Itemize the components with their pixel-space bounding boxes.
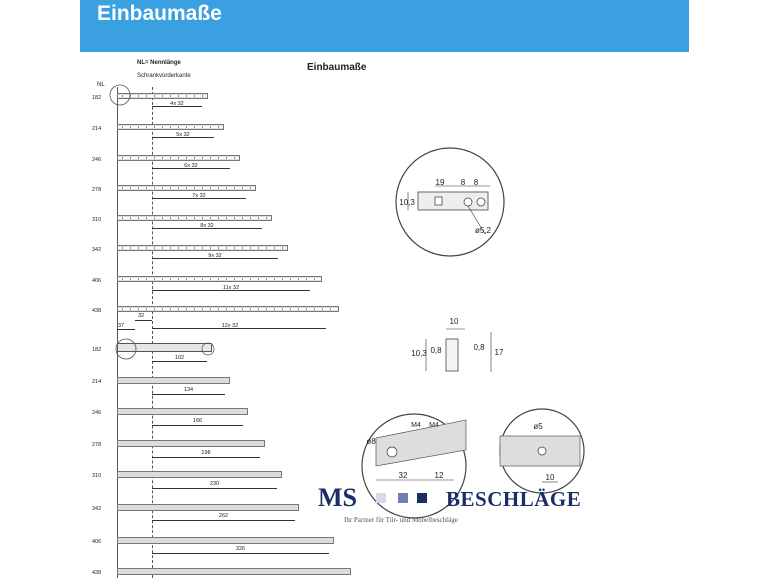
detail3-12: 12 <box>434 471 444 480</box>
row-nl: 342 <box>92 247 102 253</box>
brand-tagline: Ihr Partner für Tür- und Möbelbeschläge <box>344 516 458 524</box>
reference-line <box>152 87 153 578</box>
detail1-52: ø5,2 <box>474 226 491 235</box>
row-dim: 9x 32 <box>208 253 222 259</box>
dimension-line <box>152 553 329 554</box>
brand-name: BESCHLÄGE <box>446 487 582 511</box>
detail1-8a: 8 <box>460 178 466 187</box>
row-nl: 438 <box>92 308 102 314</box>
row-nl: 246 <box>92 410 102 416</box>
row-nl: 438 <box>92 570 102 576</box>
detail2-08b: 0,8 <box>473 343 485 352</box>
rail <box>117 215 272 221</box>
detail3-m4a: M4 <box>411 422 421 429</box>
legend-nominal-length: NL= Nennlänge <box>137 60 181 66</box>
rail <box>117 185 256 191</box>
dimension-line <box>152 168 230 169</box>
row-nl: 182 <box>92 95 102 101</box>
detail2-10: 10 <box>449 317 459 326</box>
rail <box>117 93 208 99</box>
detail3-32: 32 <box>398 471 408 480</box>
dimension-line <box>152 457 260 458</box>
row-dim: 12x 32 <box>221 323 239 329</box>
dimension-line <box>152 198 246 199</box>
offset-32-line <box>135 320 152 321</box>
row-nl: 406 <box>92 278 102 284</box>
dimension-line <box>152 106 202 107</box>
runner <box>117 568 351 575</box>
detail2-08a: 0,8 <box>430 346 442 355</box>
row-nl: 310 <box>92 473 102 479</box>
row-nl: 310 <box>92 217 102 223</box>
rail <box>117 306 339 312</box>
drawing-title: Einbaumaße <box>307 62 367 73</box>
brand-square <box>376 493 386 503</box>
dimension-line <box>152 137 214 138</box>
row-dim: 166 <box>192 418 203 424</box>
detail3-m4b: M4 <box>429 422 439 429</box>
dimension-line <box>152 228 262 229</box>
row-nl: 278 <box>92 187 102 193</box>
offset-32-label: 32 <box>137 313 145 319</box>
offset-37-label: 37 <box>117 323 125 329</box>
runner <box>117 471 282 478</box>
row-nl: 406 <box>92 539 102 545</box>
row-nl: 182 <box>92 347 102 353</box>
row-dim: 262 <box>218 513 229 519</box>
rail <box>117 245 288 251</box>
row-dim: 4x 32 <box>170 101 184 107</box>
runner <box>117 440 265 447</box>
detail-drawings <box>109 84 585 519</box>
detail4-10: 10 <box>545 473 555 482</box>
dimension-line <box>152 425 243 426</box>
page-title: Einbaumaße <box>97 2 222 25</box>
brand-square <box>417 493 427 503</box>
brand-ms: MS <box>318 483 357 512</box>
row-dim: 6x 32 <box>184 163 198 169</box>
runner <box>117 504 299 511</box>
row-dim: 5x 32 <box>176 132 190 138</box>
detail1-19: 19 <box>435 178 445 187</box>
cabinet-front-line <box>117 87 118 578</box>
dimension-line <box>152 488 277 489</box>
row-nl: 278 <box>92 442 102 448</box>
nl-column-label: NL <box>97 82 105 88</box>
row-dim: 102 <box>174 355 185 361</box>
dimension-line <box>152 520 295 521</box>
rail <box>117 155 240 161</box>
brand-square <box>398 493 408 503</box>
detail1-8b: 8 <box>473 178 479 187</box>
rail <box>117 276 322 282</box>
dimension-line <box>152 361 207 362</box>
detail1-103: 10,3 <box>399 198 415 207</box>
dimension-line <box>152 258 278 259</box>
detail3-8: ø8 <box>366 437 376 446</box>
page-header: Einbaumaße <box>80 0 689 52</box>
detail4-5: ø5 <box>533 422 543 431</box>
row-dim: 326 <box>235 546 246 552</box>
dimension-line <box>152 394 225 395</box>
runner <box>117 408 248 415</box>
detail2-103: 10,3 <box>411 349 427 358</box>
dimension-line <box>152 328 326 329</box>
row-dim: 11x 32 <box>222 285 240 291</box>
runner <box>117 537 334 544</box>
row-dim: 198 <box>201 450 211 456</box>
row-nl: 214 <box>92 126 102 132</box>
legend-cabinet-front: Schrankvorderkante <box>137 73 191 79</box>
runner <box>117 377 230 384</box>
row-dim: 8x 32 <box>200 223 214 229</box>
row-nl: 342 <box>92 506 102 512</box>
offset-37-line <box>117 329 135 330</box>
row-nl: 246 <box>92 157 102 163</box>
row-nl: 214 <box>92 379 102 385</box>
row-dim: 134 <box>183 387 194 393</box>
technical-drawing: Einbaumaße NL= Nennlänge Schrankvorderka… <box>80 52 689 578</box>
row-dim: 7x 32 <box>192 193 206 199</box>
detail2-17: 17 <box>494 348 504 357</box>
row-dim: 230 <box>209 481 220 487</box>
runner <box>117 343 212 352</box>
rail <box>117 124 224 130</box>
dimension-line <box>152 290 310 291</box>
